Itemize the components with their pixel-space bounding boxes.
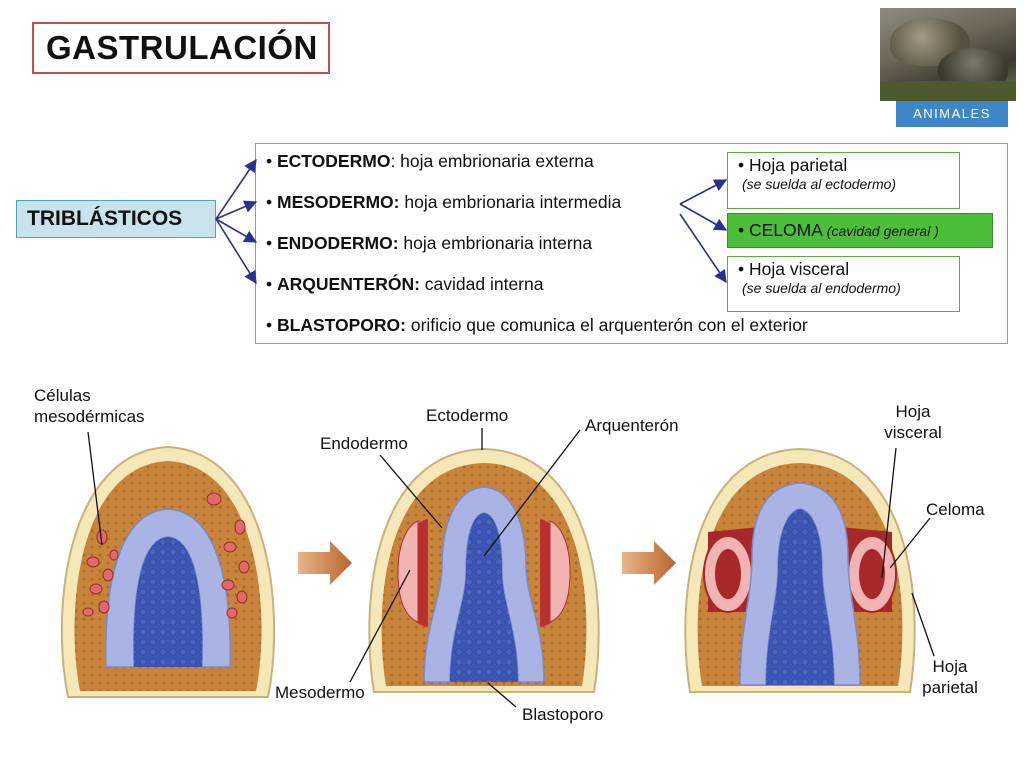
- progress-arrow-1: [298, 541, 352, 585]
- list-item-mesodermo: • MESODERMO: hoja embrionaria intermedia: [266, 192, 622, 212]
- embryo-middle: [368, 447, 600, 693]
- animales-badge[interactable]: ANIMALES: [896, 101, 1008, 127]
- label-blastoporo: Blastoporo: [522, 705, 604, 724]
- label-celulas-mesodermicas: Células mesodérmicas: [34, 386, 145, 426]
- tortoise-photo: [880, 8, 1016, 101]
- triblasticos-box: TRIBLÁSTICOS: [16, 200, 216, 238]
- list-item-blastoporo: • BLASTOPORO: orificio que comunica el a…: [266, 315, 808, 335]
- celoma-box: • CELOMA (cavidad general ): [727, 213, 993, 248]
- label-celoma: Celoma: [926, 500, 985, 519]
- hoja-parietal-box: • Hoja parietal (se suelda al ectodermo): [727, 152, 960, 209]
- list-item-arquenteron: • ARQUENTERÓN: cavidad interna: [266, 274, 544, 294]
- label-ectodermo: Ectodermo: [426, 406, 509, 425]
- label-hoja-visceral: Hoja visceral: [884, 402, 942, 442]
- progress-arrow-2: [622, 541, 676, 585]
- page-title: GASTRULACIÓN: [32, 22, 330, 74]
- list-item-endodermo: • ENDODERMO: hoja embrionaria interna: [266, 233, 593, 253]
- label-endodermo: Endodermo: [320, 434, 408, 453]
- hoja-visceral-box: • Hoja visceral (se suelda al endodermo): [727, 256, 960, 312]
- list-item-ectodermo: • ECTODERMO: hoja embrionaria externa: [266, 151, 594, 171]
- label-arquenteron: Arquenterón: [585, 416, 679, 435]
- embryo-late: [684, 447, 916, 693]
- leader-lines: [87, 428, 935, 708]
- triblasticos-arrows: [215, 158, 258, 285]
- mesodermo-arrows: [679, 179, 728, 284]
- label-mesodermo: Mesodermo: [275, 683, 365, 702]
- embryo-early: [60, 445, 276, 698]
- definitions-box: [255, 143, 1008, 344]
- label-hoja-parietal: Hoja parietal: [922, 657, 978, 697]
